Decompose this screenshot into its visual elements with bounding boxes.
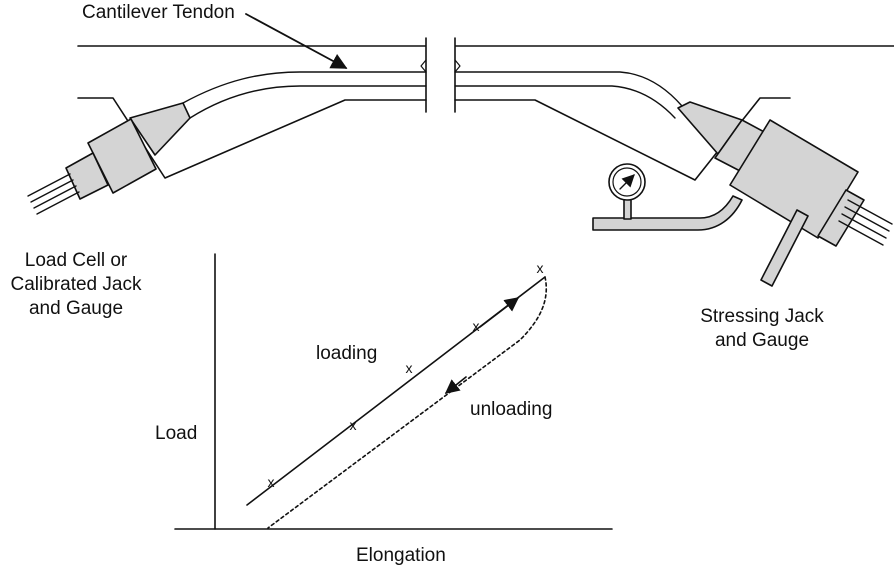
load-cell-label-line2: Calibrated Jack xyxy=(10,274,142,295)
loading-label: loading xyxy=(316,343,378,364)
data-point-marker: x xyxy=(268,474,275,490)
stressing-jack-label: Stressing Jack and Gauge xyxy=(684,305,840,353)
load-cell-label-line1: Load Cell or xyxy=(24,250,128,271)
stressing-jack-label-line2: and Gauge xyxy=(714,330,810,351)
tendon-leader-arrow xyxy=(245,13,348,69)
loading-arrow xyxy=(479,297,520,328)
girder-left xyxy=(77,37,427,179)
load-cell-label: Load Cell or Calibrated Jack and Gauge xyxy=(0,249,152,321)
strand-ends-left xyxy=(27,173,80,215)
girder-right xyxy=(454,37,894,181)
load-cell-assembly xyxy=(27,102,191,215)
load-elongation-graph: x x x x x xyxy=(174,253,613,530)
unloading-curve xyxy=(267,276,547,529)
unloading-arrow xyxy=(444,376,467,394)
hydraulic-line xyxy=(592,195,743,231)
unloading-label: unloading xyxy=(470,399,553,420)
stressing-jack-assembly xyxy=(677,101,893,287)
jack-handle xyxy=(760,209,809,287)
data-point-marker: x xyxy=(350,417,357,433)
elongation-axis-label: Elongation xyxy=(356,545,446,566)
tendon-duct xyxy=(182,71,683,119)
load-axis-label: Load xyxy=(155,423,198,444)
pressure-gauge-icon xyxy=(608,163,646,220)
cantilever-tendon-label: Cantilever Tendon xyxy=(82,2,235,23)
load-cell-label-line3: and Gauge xyxy=(28,298,124,319)
data-point-marker: x xyxy=(406,360,413,376)
data-point-marker: x xyxy=(537,260,544,276)
strand-ends-right xyxy=(838,199,893,246)
data-point-marker: x xyxy=(473,318,480,334)
stressing-jack-label-line1: Stressing Jack xyxy=(700,306,824,327)
data-point-markers: x x x x x xyxy=(268,260,544,490)
